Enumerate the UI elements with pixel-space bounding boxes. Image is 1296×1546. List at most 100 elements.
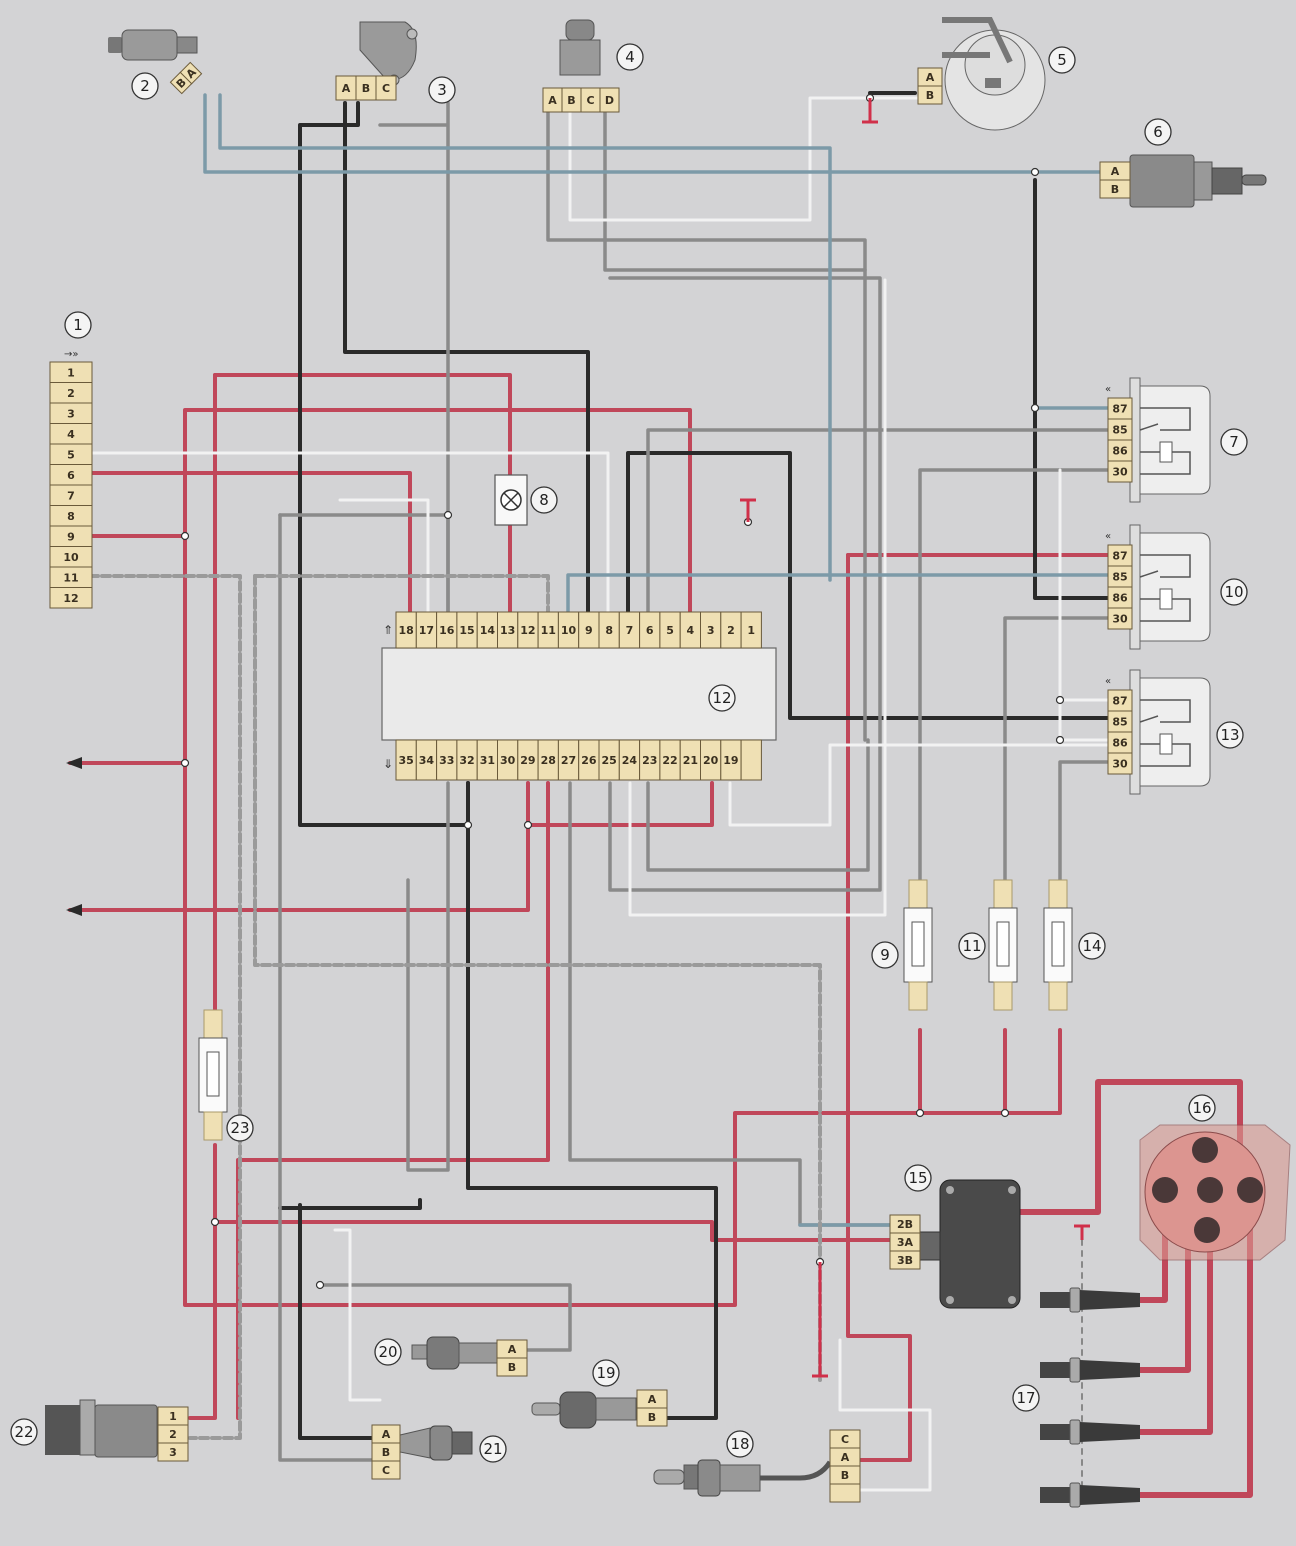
grounds [740, 98, 1090, 1378]
pin-label: 11 [63, 571, 78, 584]
shielded-wires [88, 574, 822, 1440]
pin-label: A [508, 1343, 517, 1356]
spark-plugs-17 [1040, 1287, 1140, 1508]
fuse-14 [1043, 879, 1073, 1011]
junction-dot [1030, 167, 1040, 177]
pin-label: B [567, 94, 575, 107]
pin-label: 3 [169, 1446, 177, 1459]
callout-9: 9 [871, 941, 899, 969]
callout-label: 10 [1224, 583, 1243, 601]
junction-dot [1000, 1108, 1010, 1118]
plug-ring [1069, 1287, 1081, 1313]
ecu-pin-label: 33 [439, 754, 454, 767]
wire [628, 278, 887, 917]
fuse-clip [1048, 879, 1068, 909]
sensor-21-thread [451, 1431, 473, 1455]
pin-cell [1107, 460, 1133, 483]
pin-label: 30 [1112, 613, 1128, 626]
wire [213, 373, 512, 614]
callout-label: 2 [140, 77, 150, 95]
relay-coil-icon [1159, 733, 1173, 755]
coolant-sensor-6 [1129, 154, 1267, 208]
module-screw [1008, 1186, 1016, 1194]
wire [546, 108, 867, 742]
pin-label: 10 [63, 551, 79, 564]
sensor-21-body [399, 1427, 431, 1459]
ecu-pin-label: 3 [707, 624, 715, 637]
sensor-21-hex [429, 1425, 453, 1461]
connector-20: AB [496, 1339, 528, 1377]
callout-label: 18 [730, 1435, 749, 1453]
ecu-pin-label: 12 [520, 624, 535, 637]
junction-dot [1030, 403, 1040, 413]
callout-20: 20 [374, 1338, 402, 1366]
sensor-22-body [94, 1404, 158, 1458]
sensor-18-thread [683, 1464, 699, 1490]
callout-label: 15 [908, 1169, 927, 1187]
wire [253, 574, 550, 614]
pin-label: B [362, 82, 370, 95]
pin-cell [1107, 607, 1133, 630]
idle-valve-4 [559, 19, 601, 76]
wire [278, 513, 450, 614]
sensor-18-tip [653, 1469, 685, 1485]
pin-label: B [508, 1361, 516, 1374]
callout-7: 7 [1220, 428, 1248, 456]
ecu-pin-label: 6 [646, 624, 654, 637]
pin-label: 3A [897, 1236, 914, 1249]
pin-label: A [1111, 165, 1120, 178]
ground-icon [862, 98, 878, 124]
sensor-thread [1211, 167, 1243, 195]
pin-label: 87 [1112, 695, 1127, 708]
wire [188, 1143, 217, 1420]
ecu-pin [740, 739, 762, 781]
junction-dot [315, 1280, 325, 1290]
callout-6: 6 [1144, 118, 1172, 146]
pin-cell [375, 75, 397, 101]
plug-electrode [1040, 1424, 1070, 1440]
callout-1: 1 [64, 311, 92, 339]
plug-ring [1069, 1419, 1081, 1445]
callout-22: 22 [10, 1418, 38, 1446]
connector-arrow-icon: →» [64, 349, 79, 360]
wire [406, 781, 450, 1172]
relay-body [1139, 677, 1211, 787]
callout-label: 20 [378, 1343, 397, 1361]
pin-cell [496, 1357, 528, 1377]
callout-circle [1216, 721, 1244, 749]
ecu-pin-label: 27 [561, 754, 576, 767]
pin-label: B [648, 1411, 656, 1424]
wire [1137, 1182, 1253, 1498]
ecu-pin-label: 10 [561, 624, 577, 637]
blue-gray-wires [203, 93, 1112, 1227]
pin-cell [889, 1250, 921, 1270]
callout-12: 12 [708, 684, 736, 712]
ecu-pin-label: 15 [459, 624, 474, 637]
pin-label: B [382, 1446, 390, 1459]
connector-arrow-icon: « [1105, 676, 1111, 687]
sensor-tip [1241, 174, 1267, 186]
ecu-pin-label: 9 [585, 624, 593, 637]
ecu-pin-label: 23 [642, 754, 657, 767]
spark-plug [1040, 1287, 1140, 1313]
pin-label: 85 [1112, 716, 1127, 729]
relay-coil-icon [1159, 441, 1173, 463]
plug-boot [1080, 1422, 1140, 1442]
callout-15: 15 [904, 1164, 932, 1192]
pin-label: B [926, 89, 934, 102]
callout-2: 2 [131, 72, 159, 100]
ecu-pin-label: 18 [398, 624, 413, 637]
module-body [939, 1179, 1021, 1309]
callout-circle [530, 486, 558, 514]
wire [1058, 698, 1112, 742]
pin-label: C [586, 94, 594, 107]
pin-label: 12 [63, 592, 78, 605]
pin-cell [49, 587, 93, 609]
junction-dot [523, 820, 533, 830]
fuse-clip [993, 981, 1013, 1011]
